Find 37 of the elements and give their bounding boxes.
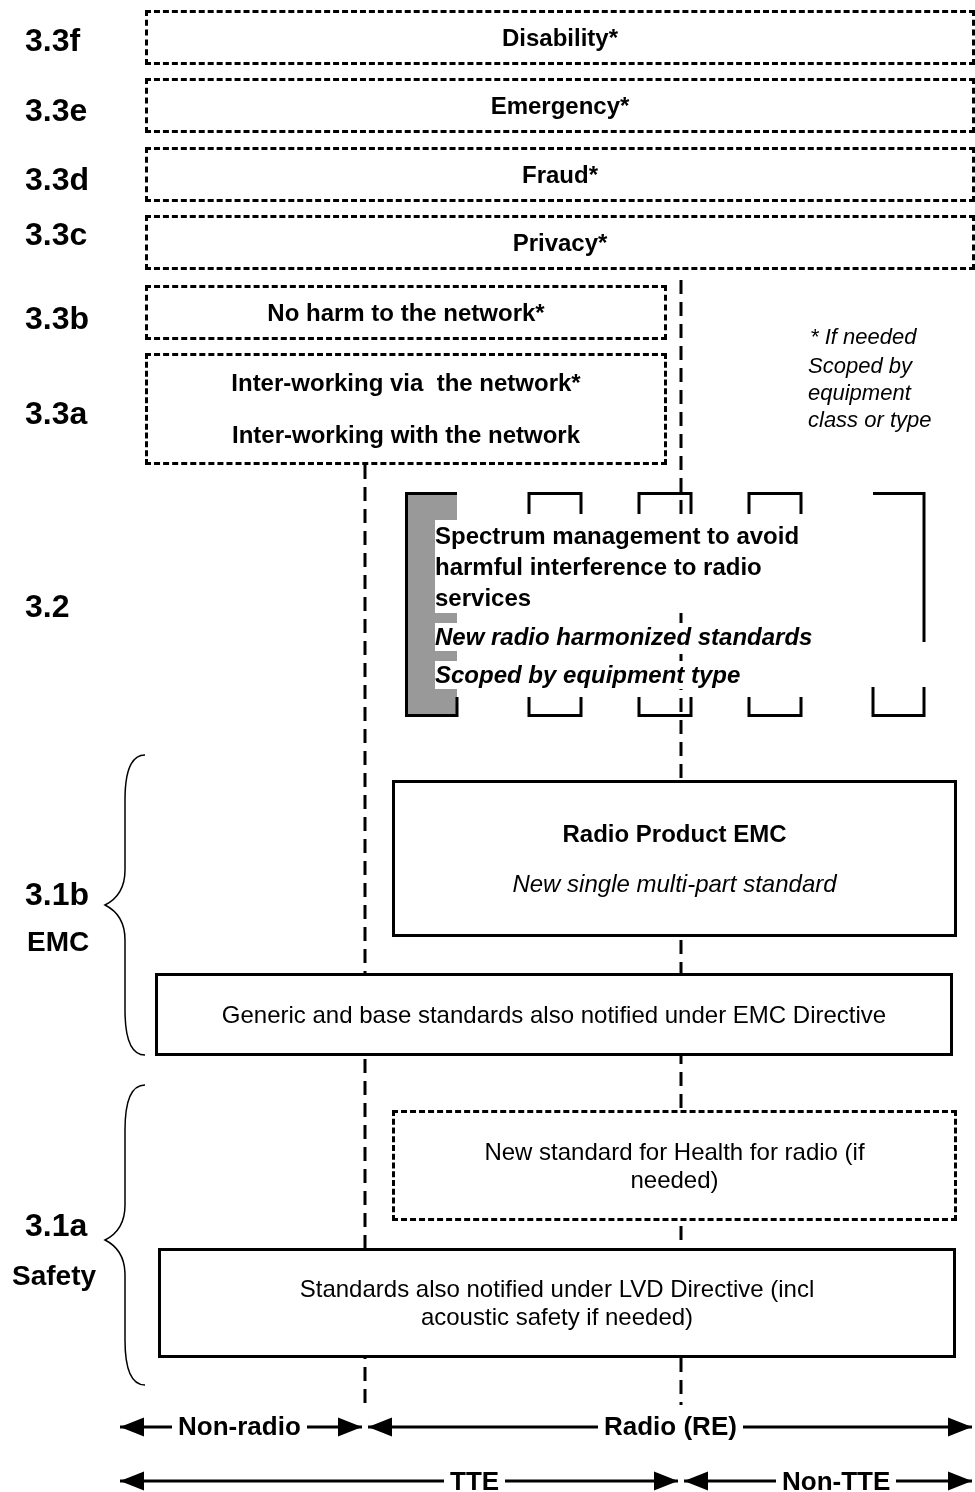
- clause-number: 3.3c: [25, 216, 88, 253]
- standard-box: [145, 353, 667, 465]
- standard-box: [145, 10, 975, 65]
- clause-number: 3.3e: [25, 92, 88, 129]
- note-text: Scoped by equipment class or type: [808, 352, 933, 433]
- clause-number: Safety: [12, 1260, 97, 1292]
- clause-number: 3.3a: [25, 395, 88, 432]
- standard-box: [158, 1248, 956, 1358]
- box-subtitle: Inter-working with the network: [232, 421, 580, 449]
- box-title: Emergency*: [490, 91, 630, 120]
- clause-number: 3.1a: [25, 1207, 88, 1244]
- box-title: Disability*: [501, 23, 618, 52]
- box-title: Radio Product EMC: [562, 819, 787, 848]
- box-subtitle: Scoped by equipment type: [435, 661, 741, 689]
- box-title: Inter-working via the network*: [231, 369, 581, 397]
- clause-number: 3.3d: [25, 161, 90, 198]
- box-title: Fraud*: [522, 160, 598, 189]
- box-subtitle: New radio harmonized standards: [435, 623, 813, 651]
- clause-number: 3.3f: [25, 22, 81, 59]
- box-title: Privacy*: [512, 228, 608, 257]
- box-subtitle: New single multi-part standard: [512, 869, 837, 898]
- clause-number: EMC: [27, 926, 90, 958]
- clause-number: 3.2: [25, 588, 70, 625]
- box-title: Standards also notified under LVD Directive (incl acoustic safety if needed): [298, 1275, 816, 1331]
- standard-box: [155, 973, 953, 1056]
- standard-box: [392, 780, 957, 937]
- standard-box: [392, 1110, 957, 1221]
- box-title: No harm to the network*: [267, 298, 545, 327]
- standard-box: [145, 78, 975, 133]
- box-title: New standard for Health for radio (if needed): [483, 1137, 866, 1194]
- clause-number: 3.1b: [25, 876, 90, 913]
- clause-number: 3.3b: [25, 300, 90, 337]
- standard-box: [145, 215, 975, 270]
- standard-box: [145, 147, 975, 202]
- note-text: * If needed: [810, 324, 917, 350]
- standard-box: [145, 285, 667, 340]
- box-title: Generic and base standards also notified under EMC Directive: [221, 1000, 887, 1029]
